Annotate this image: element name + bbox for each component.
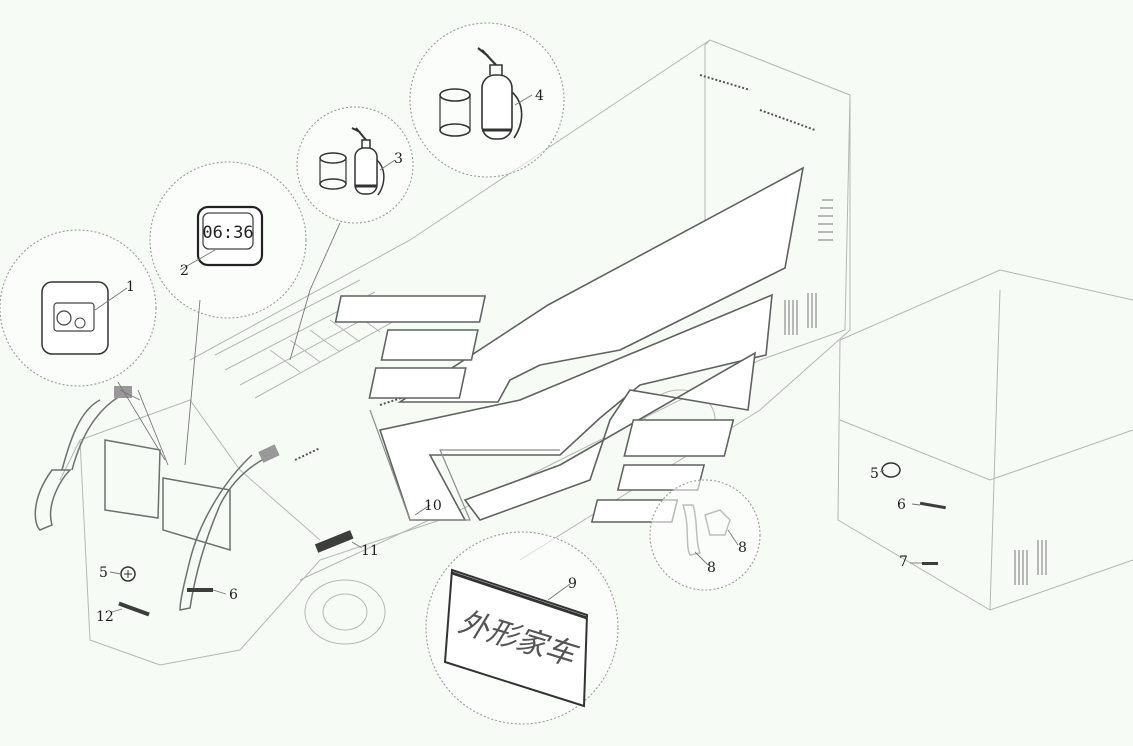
detail-circle-extinguisher-small [296,106,414,224]
callout-10: 10 [424,498,442,514]
livery-decal-stripes [334,166,805,523]
lamp-housing [41,281,109,355]
front-nameplate [187,588,213,592]
callout-6-rear: 6 [897,497,906,513]
callout-3: 3 [394,151,403,167]
callout-labels: 1 2 3 4 5 5 6 6 7 8 8 9 10 11 12 [96,88,908,625]
rear-logo-badge [881,462,901,478]
front-windshield [34,386,280,611]
decal-stripe-upper [397,166,805,403]
extinguisher-large-body [481,74,513,140]
decal-bar-2 [380,329,479,361]
decal-bar-1 [334,295,487,323]
leader-lines [94,94,922,613]
callout-4: 4 [535,88,544,104]
clock-face [202,212,254,250]
callout-8-right: 8 [738,540,747,556]
decal-stripe-lower [463,351,756,521]
detail-circle-extinguisher-large [409,22,565,178]
banner-board [443,568,589,708]
callout-5-front: 5 [99,565,108,581]
detail-circle-mudflap [649,479,761,591]
front-plate-12 [118,601,150,617]
side-badge-11 [314,530,354,553]
detail-circle-clock: 06:36 [149,161,307,319]
extinguisher-small-body [354,147,378,195]
callout-2: 2 [180,263,189,279]
decal-bar-4 [623,419,735,457]
callout-12: 12 [96,609,114,625]
decal-stripe-middle [378,293,773,521]
callout-8-left: 8 [707,560,716,576]
decal-bar-3 [368,367,467,399]
detail-circle-lamp [0,229,157,387]
rear-plate-7 [922,562,938,565]
mirror-bracket-right [258,444,280,463]
callout-7: 7 [899,554,908,570]
rear-nameplate [919,501,946,510]
callout-1: 1 [126,279,135,295]
callout-11: 11 [361,543,379,559]
clock-display-text: 06:36 [202,223,253,243]
callout-5-rear: 5 [870,466,879,482]
decal-bar-5 [616,464,706,491]
detail-circle-banner: 外形家车 [425,531,619,725]
callout-9: 9 [568,576,577,592]
callout-6-front: 6 [229,587,238,603]
